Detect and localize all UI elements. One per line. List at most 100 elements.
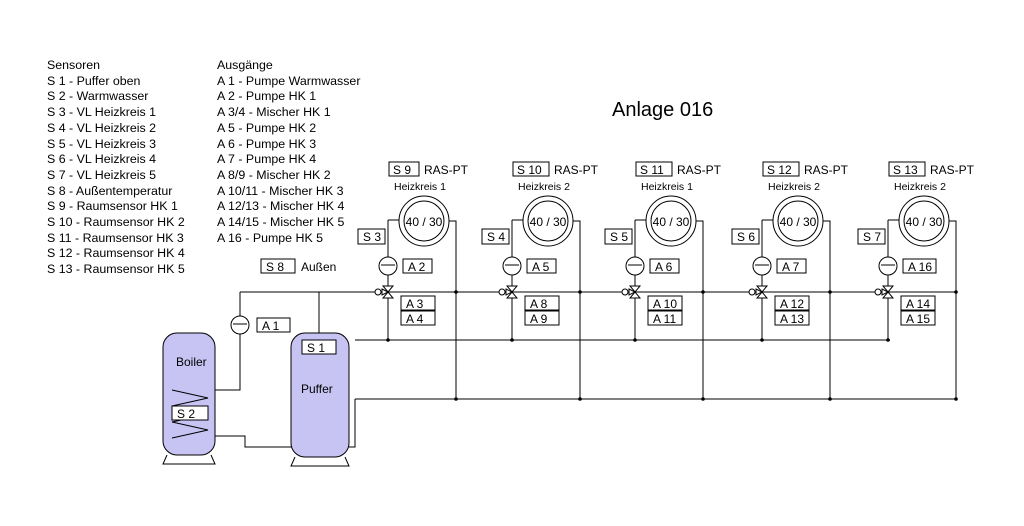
mixer-junction — [510, 338, 514, 342]
mixer-label-a: A 3 — [406, 297, 424, 311]
sensor-legend: Sensoren S 1 - Puffer oben S 2 - Warmwas… — [47, 58, 185, 278]
sensor-legend-item: S 9 - Raumsensor HK 1 — [47, 199, 178, 214]
mixer-box-b — [400, 310, 436, 326]
radiator-dial-inner — [777, 200, 819, 242]
flow-sensor-box — [604, 228, 633, 245]
circuit-pump-icon — [625, 256, 645, 276]
mixer-junction — [760, 338, 764, 342]
flow-sensor-label: S 4 — [487, 230, 505, 244]
boiler-return-pipe — [212, 435, 292, 448]
radiator-dial-label: 40 / 30 — [530, 215, 567, 229]
sensor-legend-item: S 6 - VL Heizkreis 4 — [47, 152, 157, 167]
room-sensor-type: RAS-PT — [554, 163, 599, 177]
supply-junction — [828, 290, 832, 294]
flow-sensor-label: S 7 — [863, 230, 881, 244]
output-legend-item: A 1 - Pumpe Warmwasser — [217, 73, 361, 88]
sensor-legend-item: S 10 - Raumsensor HK 2 — [47, 215, 185, 230]
circuit-name: Heizkreis 2 — [768, 181, 820, 193]
output-legend-item: A 5 - Pumpe HK 2 — [217, 120, 317, 135]
sensor-legend-item: S 4 - VL Heizkreis 2 — [47, 120, 157, 135]
supply-junction — [454, 290, 458, 294]
boiler-label: Boiler — [176, 355, 207, 369]
boiler-pump-box — [256, 317, 291, 333]
sensor-legend-item: S 13 - Raumsensor HK 5 — [47, 262, 185, 277]
radiator-dial-label: 40 / 30 — [653, 215, 690, 229]
circuit-pump-label: A 6 — [655, 260, 673, 274]
return-junction — [578, 397, 582, 401]
output-legend-item: A 7 - Pumpe HK 4 — [217, 152, 317, 167]
sensor-legend-item: S 1 - Puffer oben — [47, 73, 141, 88]
return-junction — [454, 397, 458, 401]
sensor-legend-item: S 5 - VL Heizkreis 3 — [47, 136, 157, 151]
radiator-dial-label: 40 / 30 — [906, 215, 943, 229]
circuit-name: Heizkreis 1 — [641, 181, 693, 193]
radiator-dial-label: 40 / 30 — [780, 215, 817, 229]
mixer-actuator-icon — [874, 288, 882, 296]
boiler-pump-label: A 1 — [262, 319, 280, 333]
return-junction — [954, 397, 958, 401]
output-legend-item: A 10/11 - Mischer HK 3 — [217, 183, 344, 198]
circuit-pump-box — [776, 258, 807, 274]
mixer-label-a: A 8 — [530, 297, 548, 311]
room-sensor-label: S 10 — [517, 163, 542, 177]
circuit-pump-label: A 7 — [782, 260, 800, 274]
buffer-sensor-label: S 1 — [307, 341, 325, 355]
mixer-valve-side — [628, 288, 637, 296]
mixer-label-b: A 4 — [406, 312, 424, 326]
flow-sensor-label: S 6 — [737, 230, 755, 244]
room-sensor-label: S 12 — [767, 163, 792, 177]
mixer-junction — [386, 338, 390, 342]
sensor-legend-item: S 8 - Außentemperatur — [47, 183, 173, 198]
circuit-name: Heizkreis 2 — [518, 181, 570, 193]
flow-sensor-box — [481, 228, 510, 245]
room-sensor-box — [635, 161, 673, 177]
circuit-pump-label: A 2 — [408, 260, 426, 274]
radiator-dial-inner — [527, 200, 569, 242]
flow-sensor-box — [857, 228, 886, 245]
mixer-box-a — [900, 295, 936, 311]
mixer-actuator-icon — [498, 288, 506, 296]
circuit-pump-icon — [878, 256, 898, 276]
flow-sensor-label: S 3 — [363, 230, 381, 244]
output-legend-heading: Ausgänge — [217, 58, 273, 72]
sensor-legend-heading: Sensoren — [47, 58, 101, 72]
mixer-valve-side — [381, 288, 390, 296]
supply-junction — [701, 290, 705, 294]
supply-junction — [954, 290, 958, 294]
circuit-pump-box — [649, 258, 680, 274]
output-legend-item: A 2 - Pumpe HK 1 — [217, 89, 317, 104]
circuit-pump-icon — [502, 256, 522, 276]
mixer-junction — [886, 338, 890, 342]
circuit-return-pipe — [823, 220, 831, 399]
output-legend-item: A 12/13 - Mischer HK 4 — [217, 199, 345, 214]
circuit-pump-box — [526, 258, 557, 274]
buffer-return-pipe — [349, 399, 356, 448]
mixer-label-a: A 12 — [780, 297, 804, 311]
mixer-actuator-icon — [374, 288, 382, 296]
mixer-box-a — [400, 295, 436, 311]
output-legend-item: A 16 - Pumpe HK 5 — [217, 230, 324, 245]
mixer-actuator-icon — [748, 288, 756, 296]
mixer-label-b: A 9 — [530, 312, 548, 326]
circuit-return-pipe — [573, 220, 581, 399]
buffer-sensor-box — [301, 339, 337, 355]
boiler-tank — [162, 332, 216, 465]
mixer-valve-side — [505, 288, 514, 296]
supply-junction — [578, 290, 582, 294]
flow-sensor-box — [731, 228, 760, 245]
mixer-box-b — [647, 310, 683, 326]
mixer-box-a — [774, 295, 810, 311]
output-legend-item: A 8/9 - Mischer HK 2 — [217, 167, 331, 182]
mixer-box-a — [647, 295, 683, 311]
room-sensor-label: S 13 — [893, 163, 918, 177]
flow-sensor-box — [357, 228, 386, 245]
mixer-box-b — [900, 310, 936, 326]
radiator-dial-inner — [650, 200, 692, 242]
mixer-label-b: A 13 — [780, 312, 804, 326]
circuit-name: Heizkreis 1 — [394, 181, 446, 193]
output-legend-item: A 6 - Pumpe HK 3 — [217, 136, 317, 151]
buffer-tank — [290, 332, 350, 467]
outdoor-sensor-box — [260, 258, 296, 274]
